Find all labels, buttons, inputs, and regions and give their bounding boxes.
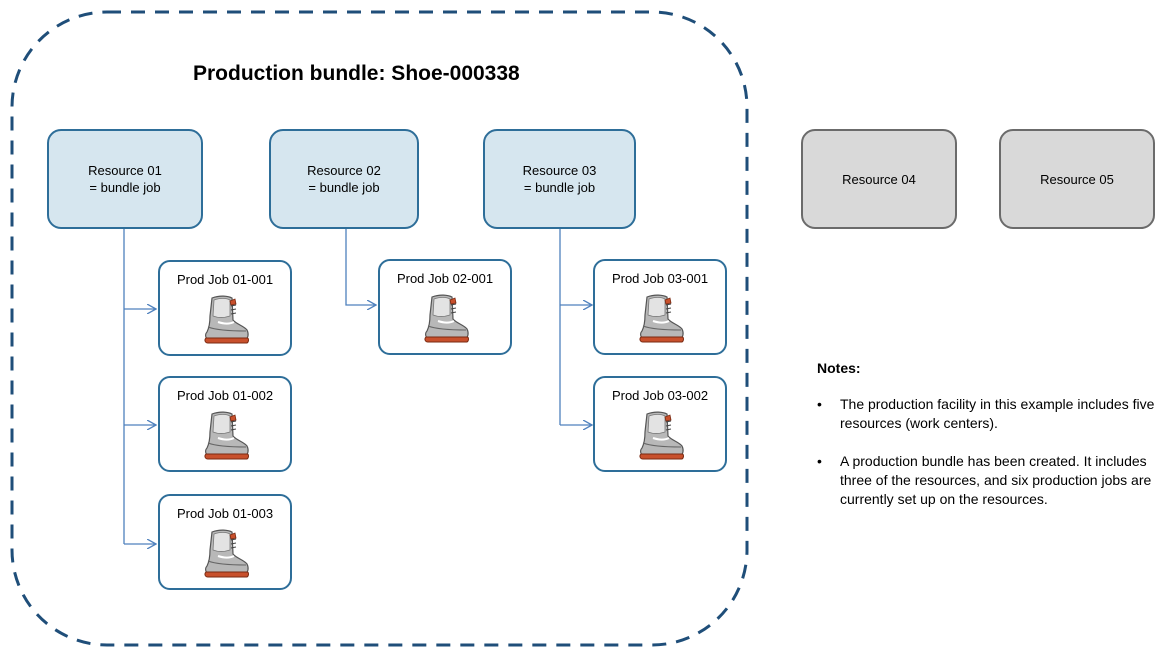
resource-name: Resource 01 xyxy=(88,163,162,178)
boot-icon xyxy=(204,529,249,578)
bundle-title: Production bundle: Shoe-000338 xyxy=(193,62,520,85)
prod-job-01-001[interactable]: Prod Job 01-001 xyxy=(158,260,292,356)
prod-job-03-002[interactable]: Prod Job 03-002 xyxy=(593,376,727,472)
prod-job-03-001[interactable]: Prod Job 03-001 xyxy=(593,259,727,355)
resource-name: Resource 03 xyxy=(522,163,597,178)
boot-icon xyxy=(204,295,249,344)
boot-icon xyxy=(424,294,469,343)
job-label: Prod Job 01-001 xyxy=(176,272,274,287)
job-label: Prod Job 03-001 xyxy=(611,271,709,286)
job-label: Prod Job 03-002 xyxy=(611,388,709,403)
resource-01[interactable]: Resource 01 = bundle job xyxy=(47,129,203,229)
resource-name: Resource 02 xyxy=(307,163,381,178)
job-label: Prod Job 02-001 xyxy=(396,271,494,286)
resource-name: Resource 04 xyxy=(842,171,916,187)
bullet-icon: • xyxy=(817,453,822,469)
resource-03[interactable]: Resource 03 = bundle job xyxy=(483,129,636,229)
resource-05[interactable]: Resource 05 xyxy=(999,129,1155,229)
resource-role: = bundle job xyxy=(308,180,380,195)
boot-icon xyxy=(204,411,249,460)
boot-icon xyxy=(639,411,684,460)
connector-02 xyxy=(345,229,376,305)
boot-icon xyxy=(639,294,684,343)
note-item: • The production facility in this exampl… xyxy=(817,395,1155,433)
job-label: Prod Job 01-003 xyxy=(176,506,274,521)
note-text: The production facility in this example … xyxy=(840,396,1155,431)
notes-panel: Notes: • The production facility in this… xyxy=(817,359,1155,528)
prod-job-02-001[interactable]: Prod Job 02-001 xyxy=(378,259,512,355)
note-text: A production bundle has been created. It… xyxy=(840,453,1152,507)
resource-04[interactable]: Resource 04 xyxy=(801,129,957,229)
notes-heading: Notes: xyxy=(817,360,861,376)
job-label: Prod Job 01-002 xyxy=(176,388,274,403)
note-item: • A production bundle has been created. … xyxy=(817,452,1155,509)
resource-role: = bundle job xyxy=(523,180,596,195)
prod-job-01-002[interactable]: Prod Job 01-002 xyxy=(158,376,292,472)
resource-02[interactable]: Resource 02 = bundle job xyxy=(269,129,419,229)
resource-role: = bundle job xyxy=(89,180,161,195)
resource-name: Resource 05 xyxy=(1040,171,1114,187)
prod-job-01-003[interactable]: Prod Job 01-003 xyxy=(158,494,292,590)
bullet-icon: • xyxy=(817,396,822,412)
